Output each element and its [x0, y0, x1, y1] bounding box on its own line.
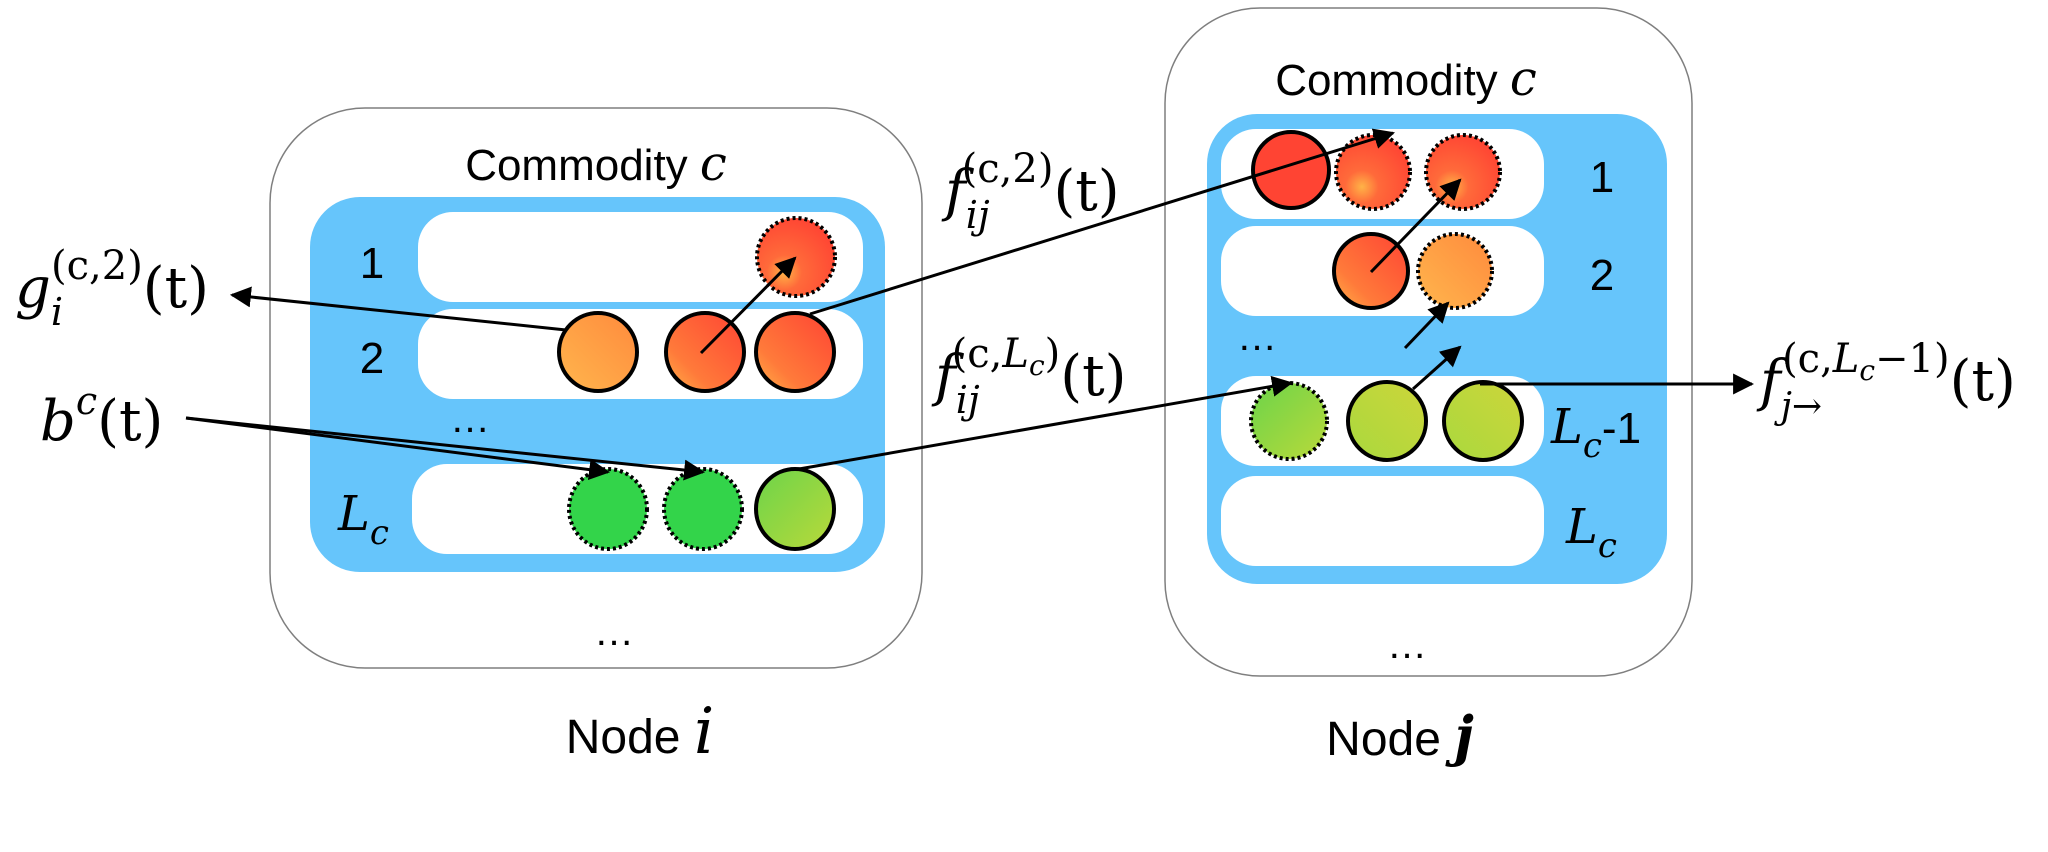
node-i-level-1-label: 1 [360, 239, 384, 288]
node-i-level-2-label: 2 [360, 334, 384, 383]
arrow-j-promote-2-to-1 [1369, 178, 1462, 274]
packet-j-1-dashed-red-b [1424, 133, 1502, 211]
arrow-b-in-b [185, 416, 706, 481]
packet-i-2-redorange-a [664, 311, 746, 393]
label-f2-flow: fij(c,2)(t) [941, 146, 1120, 237]
node-i-slot-2 [418, 309, 863, 399]
node-j-level-Lm1-label: Lc-1 [1550, 399, 1641, 466]
node-i-commodity-title: Commodity c [465, 136, 727, 192]
node-i-label: Node i [566, 695, 715, 769]
node-j-level-2-label: 2 [1590, 251, 1614, 300]
packet-j-Lm1-yellowgreen-b [1442, 380, 1524, 462]
node-i-border [269, 107, 923, 669]
packet-i-L-lime [754, 467, 836, 551]
node-i-queue-ellipsis: … [450, 397, 490, 441]
label-g-flow: gi(c,2)(t) [15, 243, 209, 334]
node-j-level-L-label: Lc [1565, 499, 1617, 566]
arrow-f2-transfer [809, 128, 1396, 316]
packet-j-2-dashed-orange [1416, 232, 1494, 310]
node-j-bottom-ellipsis: … [1387, 623, 1427, 667]
node-j-slot-L [1221, 476, 1544, 566]
node-i-level-L-label: Lc [337, 486, 389, 553]
packet-i-2-orange [557, 311, 639, 393]
label-b-flow: bc(t) [40, 379, 163, 454]
packet-j-Lm1-dashed-lime [1249, 381, 1329, 461]
packet-i-L-dashed-green-b [662, 467, 744, 551]
packet-i-L-dashed-green-a [567, 467, 649, 551]
node-i-bottom-ellipsis: … [594, 610, 634, 654]
arrow-g-out [229, 286, 567, 332]
node-i: Commodity c 1 2 Lc … … [269, 107, 923, 669]
arrow-b-in-a [185, 416, 611, 481]
packet-j-1-red [1251, 130, 1331, 210]
node-i-slot-1 [418, 212, 863, 302]
packet-i-2-redorange-b [754, 311, 836, 393]
node-j-level-1-label: 1 [1590, 153, 1614, 202]
node-j-label: Node j [1326, 704, 1474, 768]
label-fL-flow: fij(c,Lc)(t) [931, 331, 1126, 422]
label-fout-flow: fj→(c,Lc−1)(t) [1756, 336, 2016, 427]
node-j-queue-ellipsis: … [1237, 315, 1277, 359]
arrow-j-ellipsis-to-2 [1403, 301, 1450, 350]
node-j-commodity-title: Commodity c [1275, 51, 1537, 107]
arrow-i-promote [699, 256, 797, 355]
arrow-j-Lm1-up [1412, 345, 1462, 391]
node-j-border [1164, 7, 1693, 677]
node-j: Commodity c 1 2 Lc-1 Lc … … [1164, 7, 1693, 677]
packet-j-Lm1-yellowgreen-a [1346, 380, 1428, 462]
arrow-fL-transfer [798, 375, 1294, 471]
